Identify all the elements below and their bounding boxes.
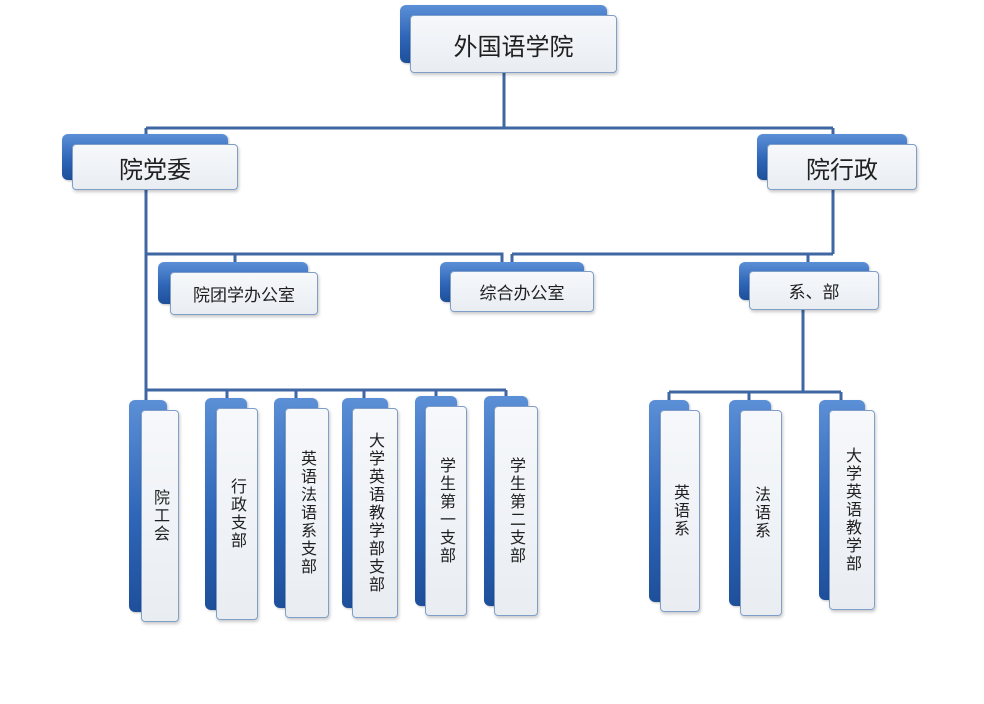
node-party-label: 院党委	[119, 155, 191, 184]
node-student-branch-1-box: 学生第一支部	[425, 406, 467, 616]
node-college-english-dept-box: 大学英语教学部	[829, 410, 875, 610]
node-party-box: 院党委	[72, 144, 238, 190]
node-union-box: 院工会	[141, 410, 179, 622]
node-en-fr-branch-label: 英语法语系支部	[298, 450, 317, 576]
node-student-branch-2-box: 学生第二支部	[494, 406, 538, 616]
node-french-dept-box: 法语系	[740, 410, 782, 616]
node-general-office-label: 综合办公室	[479, 284, 565, 304]
node-root-box: 外国语学院	[410, 15, 617, 73]
node-college-english-dept-label: 大学英语教学部	[843, 447, 862, 573]
node-student-branch-2-label: 学生第二支部	[507, 457, 526, 565]
node-en-fr-branch-box: 英语法语系支部	[285, 408, 329, 618]
node-departments-box: 系、部	[749, 271, 879, 310]
node-college-en-branch-box: 大学英语教学部支部	[352, 408, 398, 618]
node-college-en-branch-label: 大学英语教学部支部	[366, 432, 385, 594]
node-english-dept-label: 英语系	[671, 484, 690, 538]
node-departments-label: 系、部	[788, 283, 840, 303]
node-youth-office-label: 院团学办公室	[193, 286, 295, 306]
node-root-label: 外国语学院	[453, 32, 574, 61]
node-general-office-box: 综合办公室	[450, 271, 594, 312]
node-french-dept-label: 法语系	[752, 486, 771, 540]
node-admin-label: 院行政	[806, 155, 878, 184]
node-youth-office-box: 院团学办公室	[170, 272, 318, 315]
node-union-label: 院工会	[151, 489, 170, 543]
node-admin-box: 院行政	[767, 144, 917, 190]
node-admin-branch-box: 行政支部	[216, 408, 258, 620]
node-admin-branch-label: 行政支部	[228, 478, 247, 550]
node-english-dept-box: 英语系	[660, 410, 700, 612]
node-student-branch-1-label: 学生第一支部	[437, 457, 456, 565]
